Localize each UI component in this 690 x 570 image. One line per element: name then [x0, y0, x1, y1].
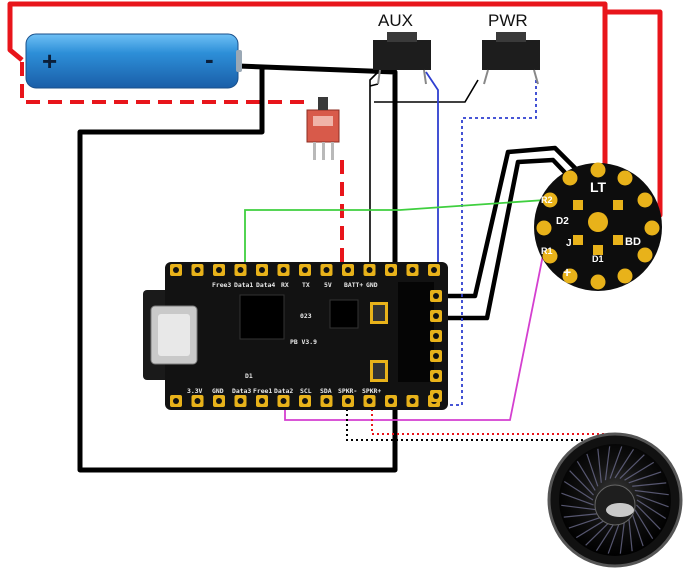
led-inner-pad — [613, 235, 623, 245]
board-bottom-pin-label: SPKR- — [338, 387, 357, 395]
led-ring-pad — [637, 192, 653, 208]
speaker-rib — [636, 494, 669, 508]
board-bottom-pin-label: SDA — [320, 387, 332, 395]
speaker-rib — [632, 482, 667, 487]
led-pcb: LT BD R2 D2 R1 J D1 + — [534, 162, 662, 291]
board-bottom-pin-label: Free1 — [253, 387, 272, 395]
speaker-rib — [619, 454, 645, 479]
speaker-rib — [624, 461, 655, 481]
board-top-pin-label: 5V — [324, 281, 332, 289]
aux-button-label: AUX — [378, 11, 413, 30]
speaker-rib — [636, 499, 667, 520]
speaker-rib — [563, 513, 598, 518]
led-pad-r2: R2 — [541, 195, 553, 205]
board-version: PB V3.9 — [290, 338, 317, 346]
speaker-rib — [619, 519, 626, 554]
board-bottom-pin-label: 3.3V — [187, 387, 203, 395]
led-ring-pad — [617, 268, 633, 284]
led-ring-pad — [590, 162, 606, 178]
red-wire-battery-plus — [7, 1, 608, 165]
led-inner-pad — [573, 235, 583, 245]
speaker-rib — [569, 470, 594, 496]
battery-minus-label: - — [205, 44, 214, 74]
led-pad-lt: LT — [590, 179, 607, 195]
led-ring-pad — [562, 170, 578, 186]
led-pad-r1: R1 — [541, 246, 553, 256]
speaker-rib — [586, 453, 599, 487]
board-top-pin-label: GND — [366, 281, 378, 289]
board-d1-label: D1 — [245, 372, 253, 380]
speaker-rib — [595, 521, 616, 552]
magenta-wire-data2 — [284, 244, 546, 421]
speaker-rib — [575, 519, 606, 539]
board-bottom-pin-label: Data2 — [274, 387, 293, 395]
black-dotted-wire-speaker — [346, 404, 608, 441]
speaker-rib — [561, 504, 596, 511]
speaker-rib — [634, 489, 669, 496]
led-pad-d1: D1 — [592, 254, 604, 264]
speaker-rib — [609, 446, 623, 479]
red-dotted-wire-speaker — [371, 404, 608, 435]
led-ring-pad — [590, 274, 606, 290]
aux-button: AUX — [373, 11, 431, 85]
led-inner-pad — [613, 200, 623, 210]
pwr-button: PWR — [482, 11, 540, 85]
red-dashed-wire-to-switch — [20, 62, 310, 104]
speaker-rib — [585, 521, 611, 546]
speaker-rib — [628, 517, 633, 552]
led-ring-pad — [542, 248, 558, 264]
speaker-rib — [607, 521, 621, 554]
board-top-pin-label: BATT+ — [344, 281, 363, 289]
led-inner-pad — [593, 245, 603, 255]
black-wire-aux-left — [369, 71, 379, 272]
led-inner-pad — [573, 200, 583, 210]
black-wire-aux-to-pwr — [369, 79, 479, 103]
wires — [7, 1, 663, 473]
led-pad-d2: D2 — [556, 216, 569, 227]
speaker-rib — [631, 513, 644, 547]
board-top-pin-label: TX — [302, 281, 310, 289]
led-pad-plus: + — [563, 264, 571, 280]
speaker-rib — [604, 446, 611, 481]
board-bottom-pin-label: GND — [212, 387, 224, 395]
led-ring-pad — [617, 170, 633, 186]
speaker-rib — [568, 516, 602, 529]
speaker-rib — [636, 504, 661, 530]
led-ring-pad — [542, 192, 558, 208]
battery-plus-label: + — [42, 46, 57, 76]
board-bottom-pin-label: Data3 — [232, 387, 251, 395]
led-ring-pad — [637, 247, 653, 263]
slide-switch — [306, 97, 340, 160]
speaker-rib — [597, 448, 602, 483]
board-top-pin-label: RX — [281, 281, 289, 289]
led-ring-pad — [562, 268, 578, 284]
led-ring-pad — [536, 220, 552, 236]
speaker — [547, 432, 683, 568]
speaker-rib — [563, 480, 594, 501]
board-bottom-pin-label: SPKR+ — [362, 387, 381, 395]
battery: + - — [25, 33, 242, 89]
board-bottom-pin-label: SCL — [300, 387, 312, 395]
chip-mark: 023 — [300, 312, 312, 320]
speaker-rib — [561, 492, 594, 506]
pwr-button-label: PWR — [488, 11, 528, 30]
led-pad-j: J — [566, 238, 572, 249]
speaker-rib — [576, 460, 596, 491]
blue-wire-aux — [425, 71, 439, 270]
speaker-rib — [614, 448, 635, 479]
led-ring-pad — [644, 220, 660, 236]
speaker-rib — [628, 471, 662, 484]
black-wire-battery-minus — [77, 63, 398, 473]
led-pad-bd: BD — [625, 236, 641, 248]
board-top-pin-label: Data4 — [256, 281, 275, 289]
board-top-pin-label: Free3 — [212, 281, 231, 289]
blue-dotted-wire-pwr — [440, 80, 537, 406]
board-top-pin-label: Data1 — [234, 281, 253, 289]
speaker-rib — [634, 509, 654, 540]
